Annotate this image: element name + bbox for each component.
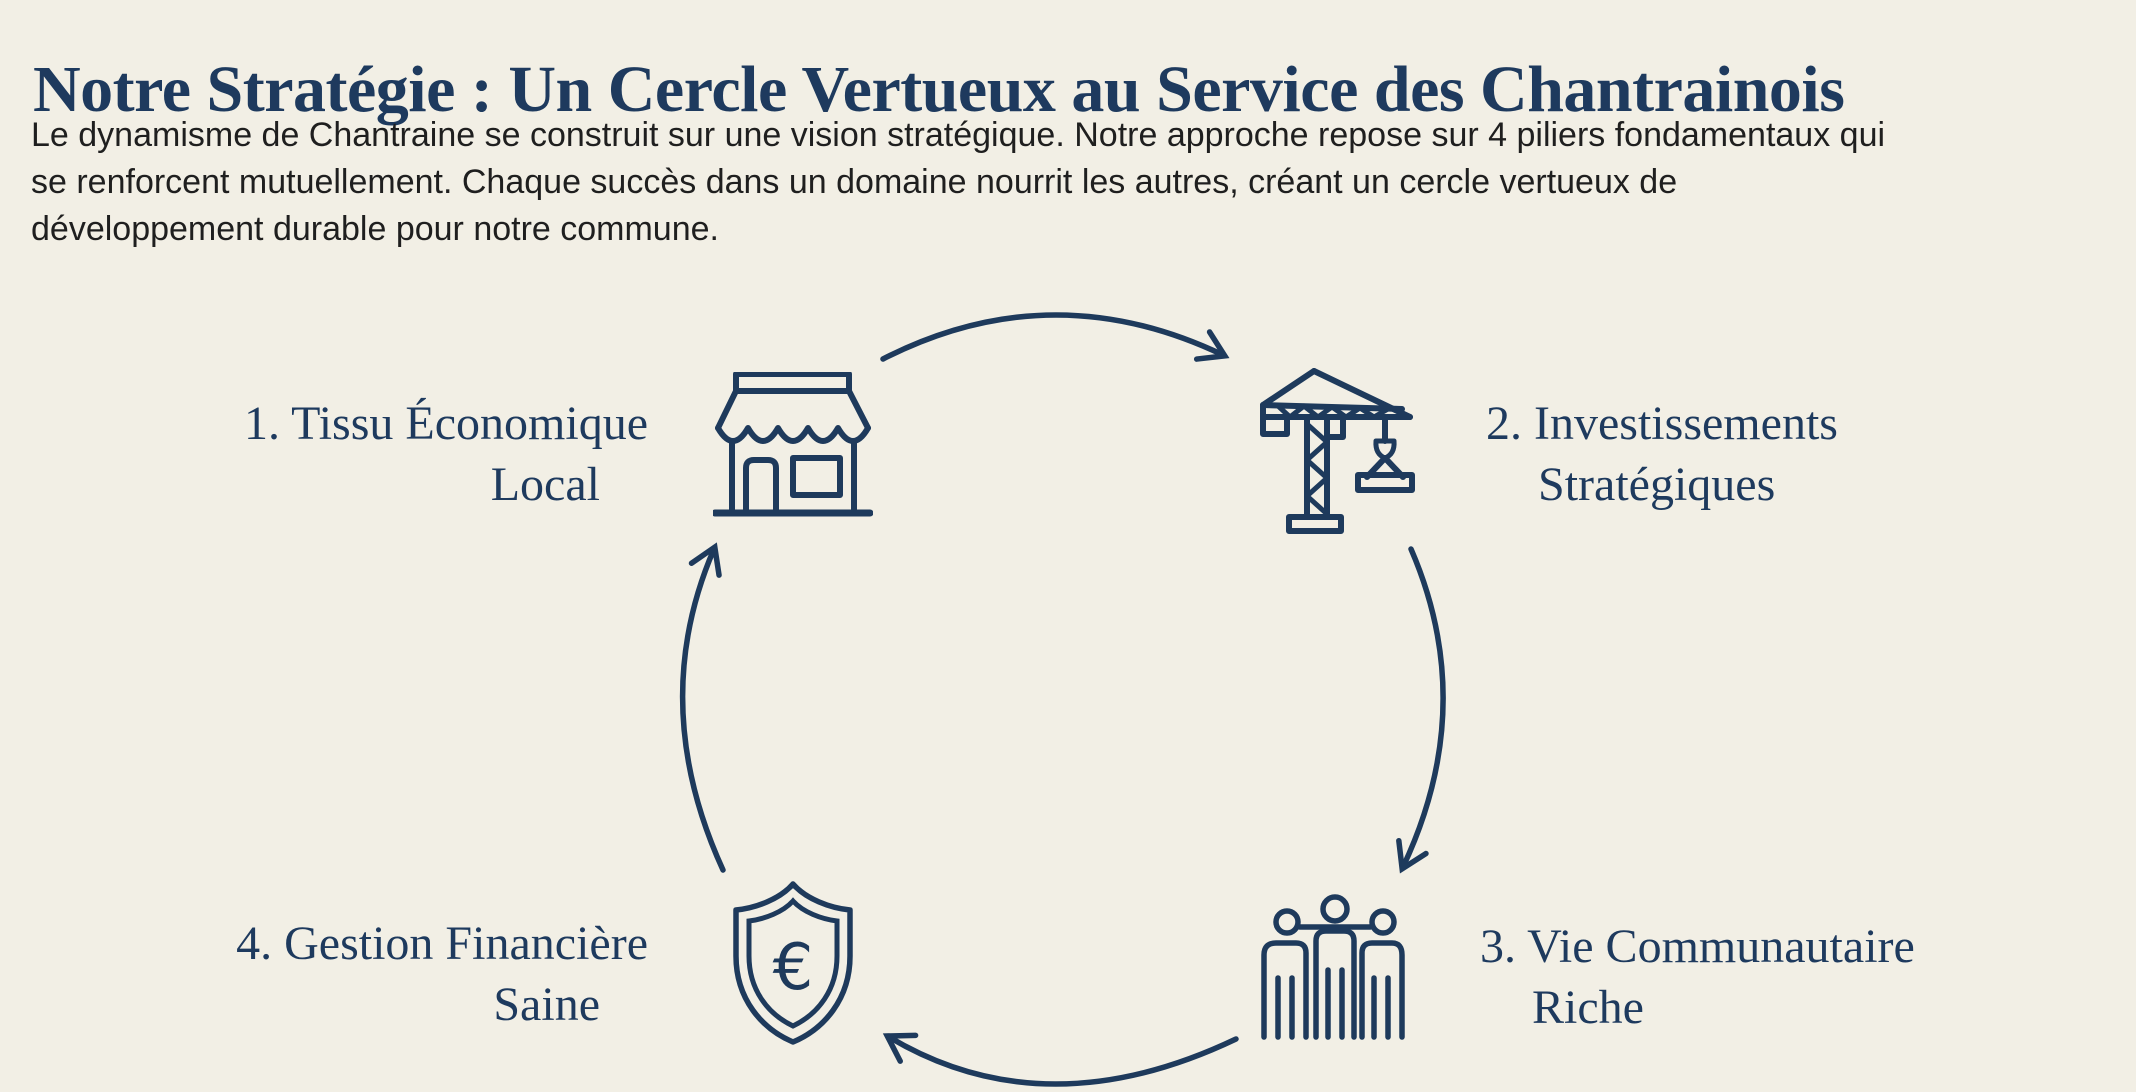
pillar-1-line2: Local xyxy=(490,458,600,511)
pillar-2-line2: Stratégiques xyxy=(1538,458,1776,511)
pillar-4-line1: 4. Gestion Financière xyxy=(236,917,648,970)
storefront-icon xyxy=(713,372,873,522)
arrow-left-4-to-1 xyxy=(679,542,726,873)
pillar-4-label: 4. Gestion Financière Saine xyxy=(236,913,648,1035)
arrow-bottom-3-to-4 xyxy=(882,1032,1239,1087)
construction-crane-icon xyxy=(1252,364,1422,536)
pillar-1-line1: 1. Tissu Économique xyxy=(243,397,648,450)
intro-line: développement durable pour notre commune… xyxy=(31,210,719,248)
intro-line: se renforcent mutuellement. Chaque succè… xyxy=(31,163,1678,201)
arrow-right-2-to-3 xyxy=(1396,546,1446,874)
pillar-3-line1: 3. Vie Communautaire xyxy=(1480,920,1915,973)
pillar-2-line1: 2. Investissements xyxy=(1486,397,1838,450)
pillar-2-label: 2. Investissements Stratégiques xyxy=(1486,393,1838,515)
community-people-icon xyxy=(1254,892,1414,1040)
intro-line: Le dynamisme de Chantraine se construit … xyxy=(31,116,1886,154)
page-title: Notre Stratégie : Un Cercle Vertueux au … xyxy=(33,53,1845,127)
arrow-top-1-to-2 xyxy=(880,312,1230,362)
pillar-4-line2: Saine xyxy=(493,978,600,1031)
pillar-3-line2: Riche xyxy=(1532,981,1644,1034)
pillar-3-label: 3. Vie Communautaire Riche xyxy=(1480,916,1915,1038)
intro-paragraph: Le dynamisme de Chantraine se construit … xyxy=(31,112,1885,253)
shield-euro-icon: € xyxy=(723,880,863,1046)
euro-symbol: € xyxy=(773,931,814,1005)
pillar-1-label: 1. Tissu Économique Local xyxy=(244,393,648,515)
